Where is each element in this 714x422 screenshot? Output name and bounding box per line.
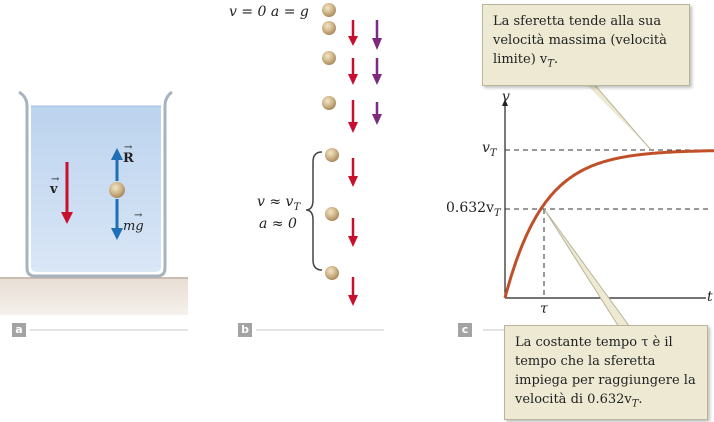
resistance-arrowhead: [111, 148, 123, 160]
velocity-arrows: [348, 20, 358, 306]
tick-label-vt: vT: [482, 140, 497, 159]
ball-6: [325, 266, 339, 280]
panel-a: [0, 90, 188, 331]
tick-label-0632vt: 0.632vT: [446, 200, 501, 219]
resistance-label: →R: [123, 142, 134, 166]
ball-0: [322, 3, 336, 17]
callout-bottom-pointer: [543, 208, 631, 328]
sphere: [109, 182, 125, 198]
beaker: [18, 90, 173, 278]
panel-c: [483, 83, 714, 331]
ball-3: [322, 96, 336, 110]
velocity-arrowhead: [61, 212, 73, 224]
velocity-curve: [503, 149, 714, 299]
panel-b: [256, 3, 384, 331]
terminal-velocity-label: v ≈ vT: [257, 194, 301, 213]
velocity-label: →v: [50, 174, 60, 197]
ball-2: [322, 51, 336, 65]
y-axis-arrowhead: [502, 99, 508, 106]
panel-tag-b: b: [238, 323, 252, 337]
acceleration-arrows: [372, 20, 382, 125]
panel-tag-a: a: [12, 323, 26, 337]
panel-tag-c: c: [458, 323, 472, 337]
callout-terminal-velocity: La sferetta tende alla sua velocità mass…: [482, 4, 690, 86]
y-axis-label: v: [502, 89, 510, 105]
ball-1: [322, 21, 336, 35]
callout-time-constant: La costante tempo τ è il tempo che la sf…: [504, 325, 708, 420]
callout-top-pointer: [586, 83, 652, 151]
weight-label: →mg: [123, 210, 144, 234]
ball-4: [325, 148, 339, 162]
liquid: [31, 106, 161, 272]
terminal-acceleration-label: a ≈ 0: [259, 216, 297, 232]
weight-arrowhead: [111, 228, 123, 240]
table-surface: [0, 277, 188, 315]
ball-5: [325, 207, 339, 221]
tick-label-tau: τ: [540, 301, 548, 317]
terminal-brace: [305, 151, 323, 271]
start-label: v = 0 a = g: [229, 4, 309, 20]
x-axis-label: t: [707, 289, 713, 305]
